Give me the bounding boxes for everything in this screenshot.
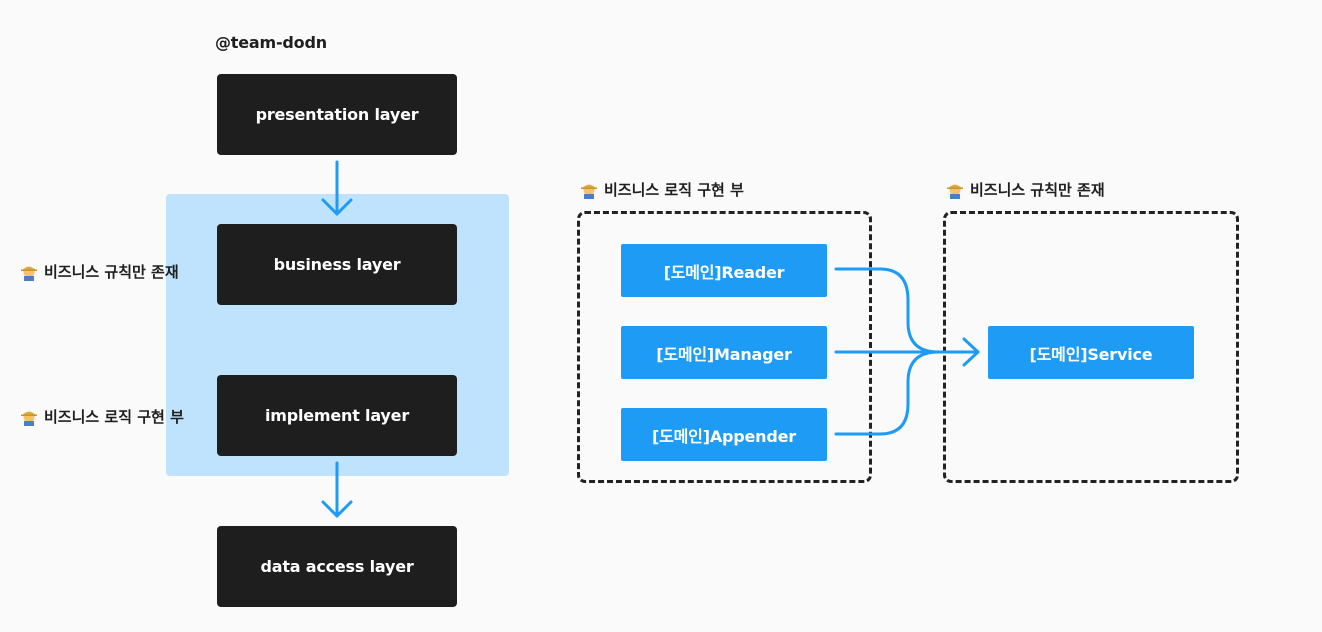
- impl-dashed-container: [577, 211, 872, 483]
- service-component-box: [도메인]Service: [988, 326, 1194, 379]
- reader-component-box: [도메인]Reader: [621, 244, 827, 297]
- business-layer-box: business layer: [217, 224, 457, 305]
- impl-panel-title-text: 비즈니스 로직 구현 부: [604, 181, 744, 199]
- appender-component-box: [도메인]Appender: [621, 408, 827, 461]
- farmer-emoji-icon: [21, 411, 37, 426]
- business-rules-label: 비즈니스 규칙만 존재: [20, 261, 179, 282]
- farmer-emoji-icon: [21, 266, 37, 281]
- reader-component-label: [도메인]Reader: [663, 262, 785, 282]
- presentation-layer-box: presentation layer: [217, 74, 457, 155]
- rules-dashed-container: [943, 211, 1239, 483]
- manager-component-box: [도메인]Manager: [621, 326, 827, 379]
- arrow-appender-to-service: [834, 350, 940, 436]
- arrowhead-implement-to-data-access: [321, 500, 353, 518]
- rules-panel-title: 비즈니스 규칙만 존재: [946, 179, 1105, 200]
- author-handle: @team-dodn: [215, 33, 327, 52]
- data-access-layer-box: data access layer: [217, 526, 457, 607]
- business-layer-label: business layer: [273, 255, 401, 274]
- impl-panel-title: 비즈니스 로직 구현 부: [580, 179, 744, 200]
- implement-layer-box: implement layer: [217, 375, 457, 456]
- service-component-label: [도메인]Service: [1029, 344, 1153, 364]
- implement-layer-label: implement layer: [264, 406, 410, 425]
- data-access-layer-label: data access layer: [260, 557, 414, 576]
- arrowhead-to-service: [962, 337, 980, 367]
- farmer-emoji-icon: [581, 184, 597, 199]
- manager-component-label: [도메인]Manager: [656, 344, 792, 364]
- farmer-emoji-icon: [947, 184, 963, 199]
- logic-impl-text: 비즈니스 로직 구현 부: [44, 408, 184, 426]
- presentation-layer-label: presentation layer: [255, 105, 419, 124]
- business-rules-text: 비즈니스 규칙만 존재: [44, 263, 179, 281]
- arrowhead-presentation-to-business: [321, 198, 353, 216]
- rules-panel-title-text: 비즈니스 규칙만 존재: [970, 181, 1105, 199]
- logic-impl-label: 비즈니스 로직 구현 부: [20, 406, 184, 427]
- arrow-reader-to-service: [834, 267, 940, 354]
- appender-component-label: [도메인]Appender: [652, 426, 796, 446]
